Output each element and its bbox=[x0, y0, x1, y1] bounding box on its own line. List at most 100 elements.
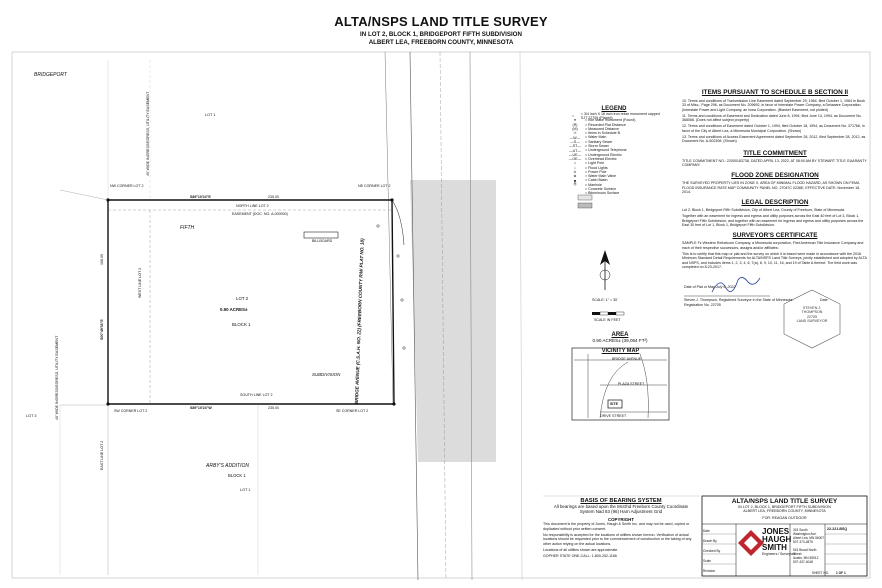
area-value: 0.90 ACRES± (39,064 FT²) bbox=[592, 338, 648, 343]
firm-address-4: Austin, MN 55912 bbox=[793, 556, 819, 560]
label-bridgeport: BRIDGEPORT bbox=[34, 72, 67, 78]
surveyor-registration: Registration No. 22705 bbox=[684, 303, 721, 307]
road-right-of-way bbox=[410, 180, 496, 462]
legend-item: —UE—= Underground Electric bbox=[568, 153, 660, 157]
bituminous-surface-swatch bbox=[577, 202, 593, 209]
vicinity-street-2: PLAZA STREET bbox=[618, 382, 645, 386]
vicinity-road bbox=[599, 361, 629, 419]
firm-name: JONES HAUGH SMITH Engineers / Surveyors bbox=[762, 528, 796, 557]
firm-phone-1: 507-373-4876 bbox=[793, 540, 813, 544]
firm-phone-2: 507-437-4048 bbox=[793, 560, 813, 564]
label-arbys-addition: ARBY'S ADDITION bbox=[206, 463, 249, 469]
legend-symbol: (R) bbox=[572, 122, 578, 127]
firm-addresses: 315 South Washington Ave. Albert Lea, MN… bbox=[793, 528, 825, 564]
title-block-client: FOR: REAGAN OUTDOOR bbox=[762, 515, 807, 520]
legend-item: ■ = Catch Basin bbox=[568, 178, 660, 182]
legend-symbol: ⑦ bbox=[573, 131, 577, 136]
seal-line-2: THOMPSON bbox=[801, 310, 823, 315]
legend-item: —UT— = Underground Telephone bbox=[568, 148, 660, 152]
label-lot-2: LOT 2 bbox=[236, 296, 249, 301]
legend-item: ●= Iron stake monument (Found) bbox=[568, 118, 660, 122]
monument-marker bbox=[390, 198, 394, 202]
seal-line-3: 22705 bbox=[807, 314, 817, 319]
legend-text: = Manhole bbox=[585, 182, 602, 187]
label-bearing-south: S89°10'24"W bbox=[190, 406, 212, 410]
seal-text: STEVEN J. THOMPSON 22705 LAND SURVEYOR bbox=[790, 306, 834, 324]
legend-symbol: —UT— bbox=[569, 148, 581, 153]
firm-name-3: SMITH bbox=[762, 543, 787, 552]
label-block-1: BLOCK 1 bbox=[232, 322, 251, 327]
surveyor-seal bbox=[783, 289, 841, 349]
legend-list: ○= 3/4 inch X 16 inch iron rebar monumen… bbox=[568, 111, 660, 196]
label-east-line: EAST LINE LOT 2 bbox=[100, 440, 104, 470]
firm-tagline: Engineers / Surveyors bbox=[762, 552, 796, 556]
legend-symbol: Ⓜ bbox=[573, 182, 577, 187]
road-line bbox=[409, 51, 419, 581]
legend-text: = 3/4 inch X 16 inch iron rebar monument… bbox=[580, 111, 660, 121]
copyright-text: This document is the property of Jones, … bbox=[543, 522, 690, 531]
legend-text: = Water Main Valve bbox=[585, 174, 617, 179]
legend-text: = Concrete Surface bbox=[585, 187, 617, 192]
property-boundary bbox=[107, 199, 395, 405]
legend-text: = Sanitary Sewer bbox=[585, 139, 613, 144]
legend-symbol: —OE— bbox=[568, 157, 582, 162]
legend-text: = Iron stake monument (Found) bbox=[585, 118, 636, 123]
legend-item: ☆= Flood Lights bbox=[568, 166, 660, 170]
legend-text: = Items in Schedule B bbox=[585, 131, 621, 136]
legend-symbol: ⊗ bbox=[573, 174, 577, 179]
monument-marker bbox=[392, 402, 396, 406]
legal-description-text-1: Lot 2, Block 1, Bridgeport Fifth Subdivi… bbox=[682, 208, 846, 213]
label-nw-corner: NW CORNER LOT 2 bbox=[110, 184, 144, 188]
label-scale: SCALE: 1" = 30' bbox=[592, 298, 618, 302]
legend-text: = Catch Basin bbox=[585, 178, 608, 183]
legend-item: —W—= Water Main bbox=[568, 135, 660, 139]
label-acres: 0.90 ACRES± bbox=[220, 307, 248, 312]
legend-item: ⊗ = Water Main Valve bbox=[568, 174, 660, 178]
legend-item: —S—= Sanitary Sewer bbox=[568, 140, 660, 144]
flood-zone-text: THE SURVEYED PROPERTY LIES IN ZONE X, AR… bbox=[682, 181, 861, 194]
legend-symbol: (M) bbox=[572, 127, 578, 132]
label-se-corner: SE CORNER LOT 2 bbox=[336, 409, 369, 413]
sheet-no-value: 1 OF 1 bbox=[836, 571, 846, 575]
legend-symbol: ⊙ bbox=[573, 170, 577, 174]
copyright-heading: COPYRIGHT bbox=[607, 517, 635, 523]
gopher-state-note: GOPHER STATE ONE-CALL: 1-800-252-1166 bbox=[543, 554, 617, 559]
title-block-row-label: Date bbox=[703, 529, 710, 533]
firm-address-1: 315 South Washington Ave. bbox=[793, 528, 817, 536]
label-easement-north: 40' WIDE INGRESS/EGRESS, UTILITY EASEMEN… bbox=[146, 91, 150, 176]
seal-line-1: STEVEN J. bbox=[802, 306, 822, 310]
utility-note: No responsibility is accepted for the lo… bbox=[543, 533, 692, 546]
legend-text: = Underground Telephone bbox=[585, 148, 627, 153]
page-subtitle-location: ALBERT LEA, FREEBORN COUNTY, MINNESOTA bbox=[368, 39, 514, 46]
label-lot-1-north: LOT 1 bbox=[205, 113, 216, 117]
legend-symbol: ■ bbox=[573, 178, 577, 183]
property-curve bbox=[391, 199, 405, 246]
legend-text: = Recorded Plat Distance bbox=[585, 122, 626, 127]
basis-line-2: System Nad 83 (96) Harn Adjustment Grid bbox=[579, 509, 663, 515]
label-lot-3: LOT 3 bbox=[26, 414, 37, 418]
legend-text: = Overhead Electric bbox=[585, 156, 617, 161]
title-block-row-label: Scale bbox=[703, 559, 711, 563]
monument-marker bbox=[106, 402, 110, 406]
legend-text: = Light Pole bbox=[585, 161, 605, 166]
label-distance-north: 235.00 bbox=[268, 195, 279, 199]
legend-item: ☼= Light Pole bbox=[568, 161, 660, 165]
label-bearing-west: S00°49'36"E bbox=[100, 319, 104, 340]
legend-text: = Water Main bbox=[585, 135, 607, 140]
firm-name-2: HAUGH bbox=[762, 535, 792, 544]
label-south-line: SOUTH LINE LOT 2 bbox=[240, 393, 273, 397]
legend-text: = Bituminous Surface bbox=[585, 191, 620, 196]
label-lot-1-south: LOT 1 bbox=[240, 488, 251, 492]
road-line bbox=[469, 51, 473, 581]
label-sw-corner: SW CORNER LOT 2 bbox=[114, 409, 148, 413]
basis-of-bearing-section: BASIS OF BEARING SYSTEM All bearings are… bbox=[543, 498, 699, 558]
schedule-b-list: 10. Terms and conditions of Transmission… bbox=[682, 99, 868, 144]
surveyor-certificate-heading: SURVEYOR'S CERTIFICATE bbox=[732, 232, 818, 240]
title-block-title: ALTA/NSPS LAND TITLE SURVEY bbox=[731, 498, 838, 505]
legend-text: = Power Pole bbox=[585, 169, 607, 174]
title-commitment-heading: TITLE COMMITMENT bbox=[743, 149, 807, 157]
seal-line-4: LAND SURVEYOR bbox=[796, 319, 828, 324]
monument-marker bbox=[106, 198, 110, 202]
flood-zone-heading: FLOOD ZONE DESIGNATION bbox=[731, 172, 819, 180]
